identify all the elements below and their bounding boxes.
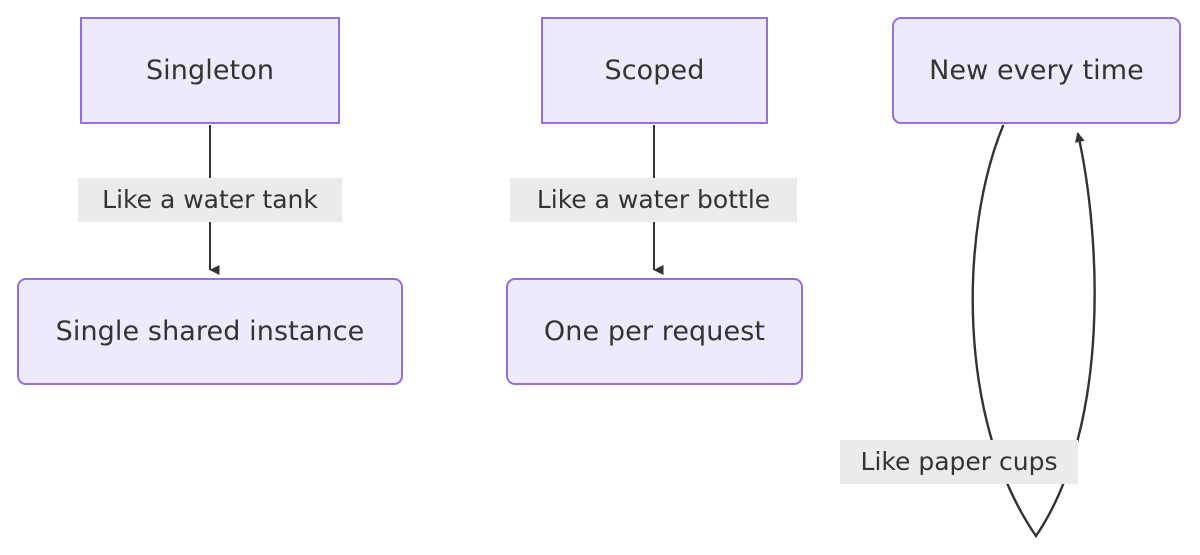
node-new-every-time[interactable]: New every time — [892, 17, 1181, 124]
node-singleton-label: Singleton — [145, 54, 275, 86]
node-single-shared-instance-label: Single shared instance — [55, 315, 365, 347]
node-scoped-label: Scoped — [604, 54, 705, 86]
edge-label-like-a-water-tank: Like a water tank — [78, 178, 342, 222]
node-one-per-request[interactable]: One per request — [506, 278, 803, 385]
node-singleton[interactable]: Singleton — [80, 17, 340, 124]
edge-label-like-a-water-bottle: Like a water bottle — [510, 178, 797, 222]
node-new-every-time-label: New every time — [929, 54, 1144, 86]
node-scoped[interactable]: Scoped — [541, 17, 768, 124]
edge-label-like-paper-cups: Like paper cups — [840, 440, 1078, 484]
node-single-shared-instance[interactable]: Single shared instance — [17, 278, 403, 385]
node-one-per-request-label: One per request — [543, 315, 766, 347]
